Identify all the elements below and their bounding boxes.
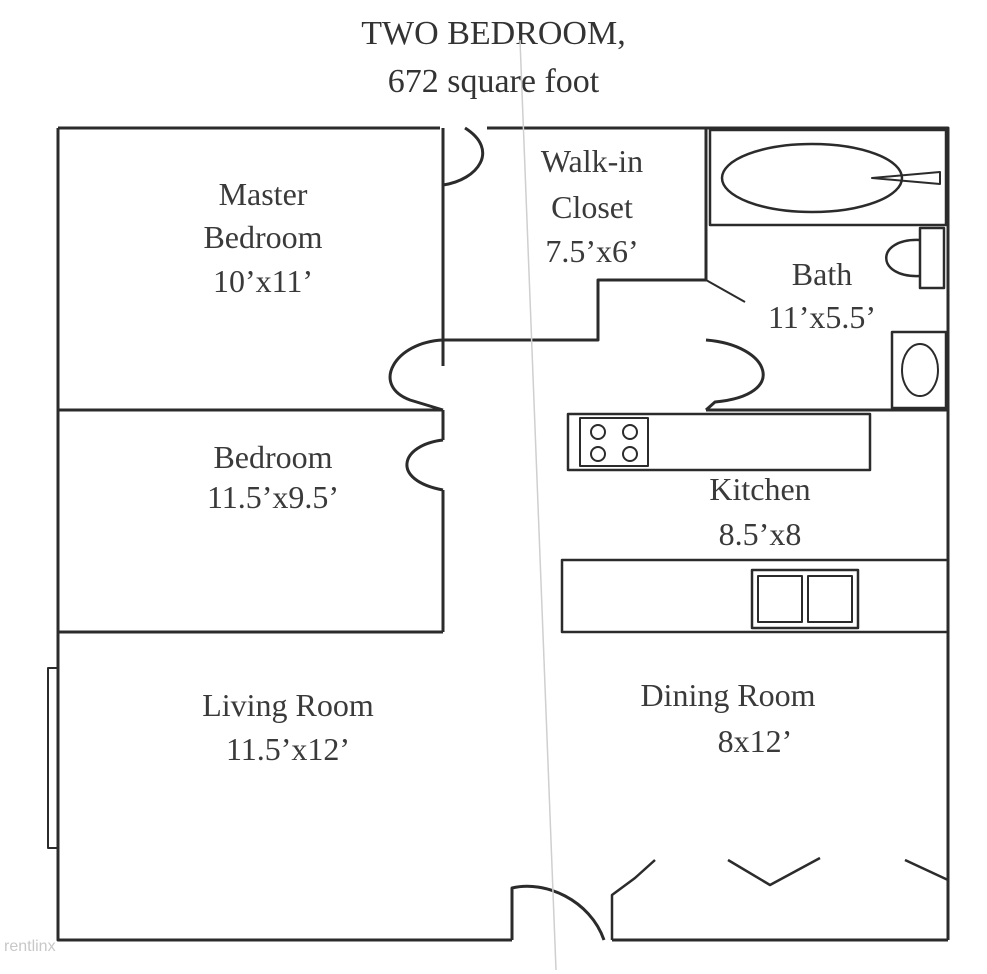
walk-in-closet-size: 7.5’x6’ — [545, 233, 638, 269]
dining-room-size: 8x12’ — [718, 723, 793, 759]
entry-door-swing — [510, 884, 606, 941]
living-room-name: Living Room — [202, 687, 374, 723]
bath-size: 11’x5.5’ — [768, 299, 876, 335]
living-room-window — [47, 667, 59, 849]
plan-subtitle: 672 square foot — [387, 63, 600, 100]
bedroom-label: Bedroom 11.5’x9.5’ — [207, 439, 339, 515]
kitchen-size: 8.5’x8 — [719, 516, 802, 552]
walk-in-closet-label: Walk-in Closet 7.5’x6’ — [541, 143, 643, 269]
bath-door-swing — [705, 338, 765, 412]
bedroom-walls — [58, 410, 445, 634]
bedroom-size: 11.5’x9.5’ — [207, 479, 339, 515]
bath-sink — [890, 330, 948, 410]
master-bedroom-size: 10’x11’ — [213, 263, 313, 299]
dining-sliding-door — [610, 856, 949, 940]
dining-room-label: Dining Room 8x12’ — [640, 677, 815, 759]
living-room-label: Living Room 11.5’x12’ — [202, 687, 374, 767]
master-bedroom-label: Master Bedroom 10’x11’ — [203, 176, 322, 299]
kitchen-label: Kitchen 8.5’x8 — [709, 471, 810, 552]
walk-in-closet-line1: Walk-in — [541, 143, 643, 179]
stove — [579, 417, 649, 467]
bath-label: Bath 11’x5.5’ — [768, 256, 876, 335]
plan-title: TWO BEDROOM, — [361, 15, 626, 52]
bath-name: Bath — [792, 256, 852, 292]
plan-title-block: TWO BEDROOM, 672 square foot — [0, 10, 987, 106]
master-bedroom-door-swing — [388, 338, 444, 412]
master-bedroom-line2: Bedroom — [203, 219, 322, 255]
kitchen-sink — [750, 568, 860, 630]
toilet — [885, 226, 946, 290]
stove-burner — [590, 424, 606, 440]
exterior-walls — [56, 126, 950, 942]
kitchen-upper-counter — [566, 412, 872, 472]
watermark: rentlinx — [4, 938, 56, 955]
master-bedroom-line1: Master — [219, 176, 308, 212]
stove-burner — [622, 446, 638, 462]
kitchen-name: Kitchen — [709, 471, 810, 507]
living-room-size: 11.5’x12’ — [226, 731, 350, 767]
stove-burner — [590, 446, 606, 462]
stove-burner — [622, 424, 638, 440]
scan-crease — [519, 39, 557, 971]
bedroom-name: Bedroom — [213, 439, 332, 475]
master-bedroom-walls — [58, 126, 485, 412]
dining-room-name: Dining Room — [640, 677, 815, 713]
bathtub — [708, 128, 948, 227]
walk-in-closet-line2: Closet — [551, 189, 633, 225]
kitchen-lower-counter — [560, 558, 948, 634]
